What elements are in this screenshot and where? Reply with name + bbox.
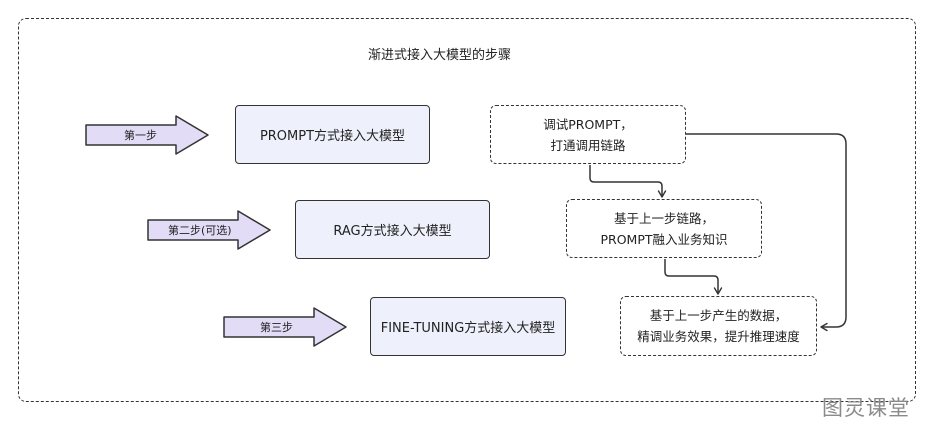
step-1-arrow: 第一步 [84, 114, 210, 156]
step-2-label: 第二步(可选) [168, 224, 232, 237]
note-line-2: PROMPT融入业务知识 [600, 231, 728, 247]
connector-note2-to-note3 [664, 259, 723, 295]
note-box-debug-prompt: 调试PROMPT， 打通调用链路 [490, 105, 686, 164]
step-3-arrow: 第三步 [222, 306, 348, 348]
stage-box-rag: RAG方式接入大模型 [295, 200, 490, 259]
block-arrow-shape [223, 307, 347, 347]
stage-box-prompt: PROMPT方式接入大模型 [235, 105, 430, 164]
watermark-logo: 图灵课堂 [822, 396, 910, 420]
note-box-business-knowledge: 基于上一步链路， PROMPT融入业务知识 [566, 199, 762, 258]
note-box-fine-tune-effect: 基于上一步产生的数据， 精调业务效果，提升推理速度 [620, 296, 817, 356]
note-line-1: 基于上一步产生的数据， [649, 308, 788, 323]
connector-note1-to-note3 [686, 133, 847, 332]
step-2-arrow: 第二步(可选) [146, 209, 272, 251]
diagram-title: 渐进式接入大模型的步骤 [368, 48, 512, 63]
stage-box-fine-tuning: FINE-TUNING方式接入大模型 [370, 297, 566, 356]
stage-box-label: RAG方式接入大模型 [333, 224, 452, 239]
note-line-1: 调试PROMPT， [543, 116, 633, 132]
note-line-2: 精调业务效果，提升推理速度 [637, 329, 800, 344]
step-1-label: 第一步 [124, 129, 157, 142]
stage-box-label: FINE-TUNING方式接入大模型 [380, 321, 556, 336]
stage-box-label: PROMPT方式接入大模型 [259, 129, 406, 144]
block-arrow-shape [147, 210, 271, 250]
connector-note1-to-note2 [589, 165, 667, 198]
note-line-1: 基于上一步链路， [613, 210, 714, 226]
diagram-frame [18, 18, 916, 402]
note-line-2: 打通调用链路 [550, 137, 626, 153]
block-arrow-shape [85, 115, 209, 155]
step-3-label: 第三步 [260, 321, 293, 334]
